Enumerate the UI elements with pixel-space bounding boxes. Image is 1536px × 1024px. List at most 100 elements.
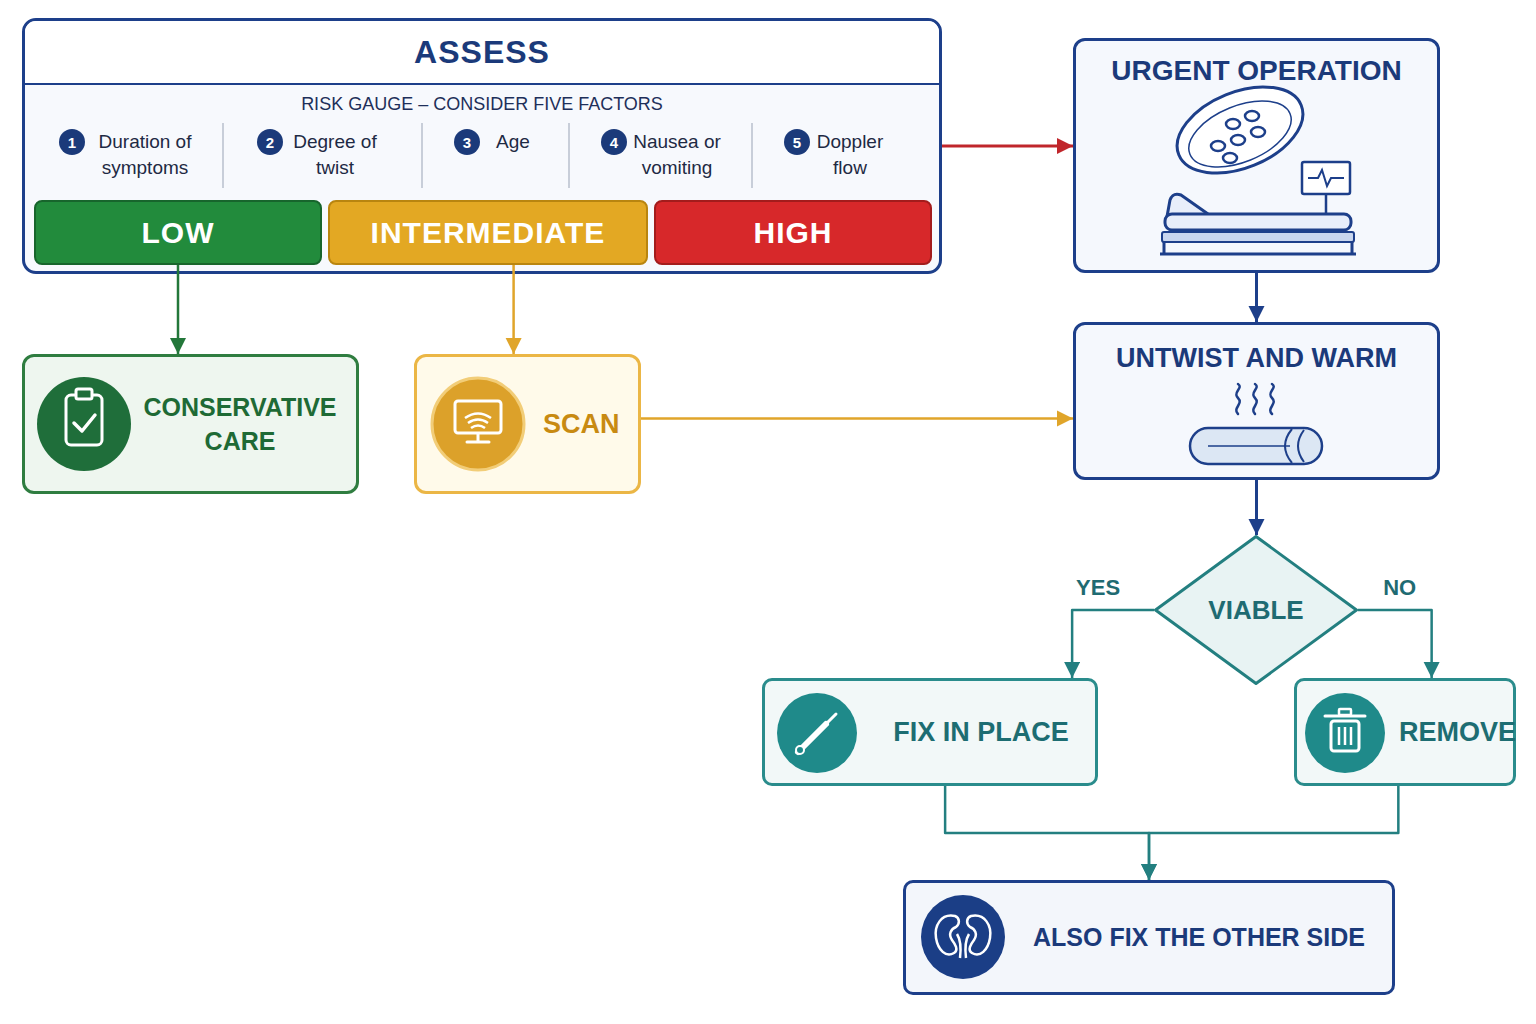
operating-room-illustration-part	[1351, 242, 1354, 254]
risk-band-high: HIGH	[654, 200, 932, 265]
ultrasound-icon-part	[467, 441, 489, 444]
decision-diamond-shape	[1156, 537, 1357, 684]
operating-room-illustration-part	[1179, 88, 1300, 180]
operating-room-illustration-part	[1165, 214, 1351, 230]
warm-blanket-icon-part	[1270, 384, 1273, 414]
operating-room-illustration	[1160, 70, 1356, 254]
remove-bin-icon-part	[1338, 727, 1341, 745]
process-box: SCAN	[414, 354, 641, 494]
ultrasound-icon-part	[455, 401, 501, 433]
operating-room-illustration-part	[1162, 232, 1354, 242]
process-box: UNTWIST AND WARM	[1073, 322, 1440, 480]
process-box: FIX IN PLACE	[762, 678, 1098, 786]
node-title: CONSERVATIVE CARE	[132, 390, 348, 458]
kidney-icon-part	[967, 916, 990, 955]
ultrasound-icon-part	[468, 420, 488, 424]
factor-divider-part	[421, 123, 423, 188]
suture-icon-part	[796, 746, 804, 754]
ultrasound-icon-part	[477, 433, 480, 441]
remove-bin-icon-part	[1344, 727, 1347, 745]
kidney-icon-part	[965, 934, 969, 958]
remove-bin-icon-part	[1331, 721, 1359, 751]
warm-blanket-icon-part	[1298, 430, 1304, 462]
ultrasound-icon-part	[432, 378, 524, 470]
factor-divider-part	[568, 123, 570, 188]
operating-room-illustration-part	[1251, 127, 1265, 137]
clipboard-icon-part	[76, 389, 92, 399]
flow-arrow	[512, 265, 515, 354]
node-title: UNTWIST AND WARM	[1116, 343, 1397, 374]
warm-blanket-icon-part	[1253, 384, 1256, 414]
operating-room-illustration-part	[1211, 141, 1225, 151]
ultrasound-icon	[432, 378, 524, 470]
flow-arrow	[945, 786, 1149, 880]
process-box: ALSO FIX THE OTHER SIDE	[903, 880, 1395, 995]
clipboard-icon-part	[37, 377, 131, 471]
flow-arrow	[942, 145, 1073, 148]
operating-room-illustration-part	[1163, 242, 1166, 254]
factor-divider-part	[751, 123, 753, 188]
process-box: REMOVE	[1294, 678, 1516, 786]
remove-bin-icon-part	[1350, 727, 1353, 745]
flow-arrow	[1149, 786, 1398, 880]
edge-label: YES	[1076, 575, 1120, 601]
kidney-icon-part	[921, 895, 1005, 979]
operating-room-illustration-part	[1166, 194, 1208, 222]
node-subtitle: RISK GAUGE – CONSIDER FIVE FACTORS	[25, 93, 939, 115]
suture-icon	[777, 693, 857, 773]
process-box: URGENT OPERATION	[1073, 38, 1440, 273]
node-title: FIX IN PLACE	[893, 717, 1069, 748]
flow-arrow	[1072, 610, 1154, 678]
remove-bin-icon-part	[1305, 693, 1385, 773]
operating-room-illustration-part	[1325, 194, 1328, 214]
flow-arrow	[1358, 610, 1432, 678]
warm-blanket-icon-part	[1285, 429, 1292, 463]
node-title: REMOVE	[1399, 717, 1516, 748]
flow-arrow	[641, 417, 1073, 420]
assess-panel: ASSESS RISK GAUGE – CONSIDER FIVE FACTORS…	[22, 18, 942, 274]
remove-bin-icon	[1305, 693, 1385, 773]
factor-divider	[223, 123, 752, 188]
operating-room-illustration-part	[1165, 70, 1316, 190]
operating-room-illustration-part	[1160, 253, 1356, 256]
suture-icon-part	[777, 693, 857, 773]
operating-room-illustration-part	[1223, 153, 1237, 163]
operating-room-illustration-part	[1302, 162, 1350, 194]
node-title: URGENT OPERATION	[1111, 55, 1401, 87]
operating-room-illustration-part	[1231, 135, 1245, 145]
flow-arrow	[177, 265, 180, 354]
node-title: SCAN	[543, 409, 620, 440]
kidney-icon	[921, 895, 1005, 979]
operating-room-illustration-part	[1245, 111, 1259, 121]
node-title: LOW	[142, 216, 215, 250]
outcome-box: CONSERVATIVE CARE	[22, 354, 359, 494]
operating-room-illustration-part	[1308, 170, 1344, 186]
node-title: ALSO FIX THE OTHER SIDE	[1033, 923, 1365, 952]
node-title: VIABLE	[1208, 595, 1303, 626]
clipboard-icon	[37, 377, 131, 471]
risk-band-intermediate: INTERMEDIATE	[328, 200, 648, 265]
operating-room-illustration-part	[1226, 119, 1240, 129]
ultrasound-icon-part	[471, 426, 485, 429]
flow-arrow	[1255, 480, 1258, 535]
remove-bin-icon-part	[1339, 709, 1351, 715]
risk-band-low: LOW	[34, 200, 322, 265]
warm-blanket-icon-part	[1190, 428, 1322, 464]
clipboard-icon-part	[74, 415, 95, 431]
flow-arrow	[1255, 273, 1258, 322]
suture-icon-part	[798, 724, 826, 752]
ultrasound-icon-part	[465, 414, 491, 419]
factor-divider-part	[222, 123, 224, 188]
clipboard-icon-part	[66, 395, 102, 445]
warm-blanket-icon	[1190, 384, 1322, 464]
decision-diamond: VIABLE	[1154, 535, 1358, 685]
suture-icon-part	[826, 714, 836, 724]
warm-blanket-icon-part	[1208, 445, 1290, 447]
node-title: HIGH	[754, 216, 833, 250]
kidney-icon-part	[957, 934, 961, 958]
kidney-icon-part	[936, 916, 959, 955]
remove-bin-icon-part	[1325, 715, 1365, 718]
node-title: ASSESS	[25, 21, 939, 85]
